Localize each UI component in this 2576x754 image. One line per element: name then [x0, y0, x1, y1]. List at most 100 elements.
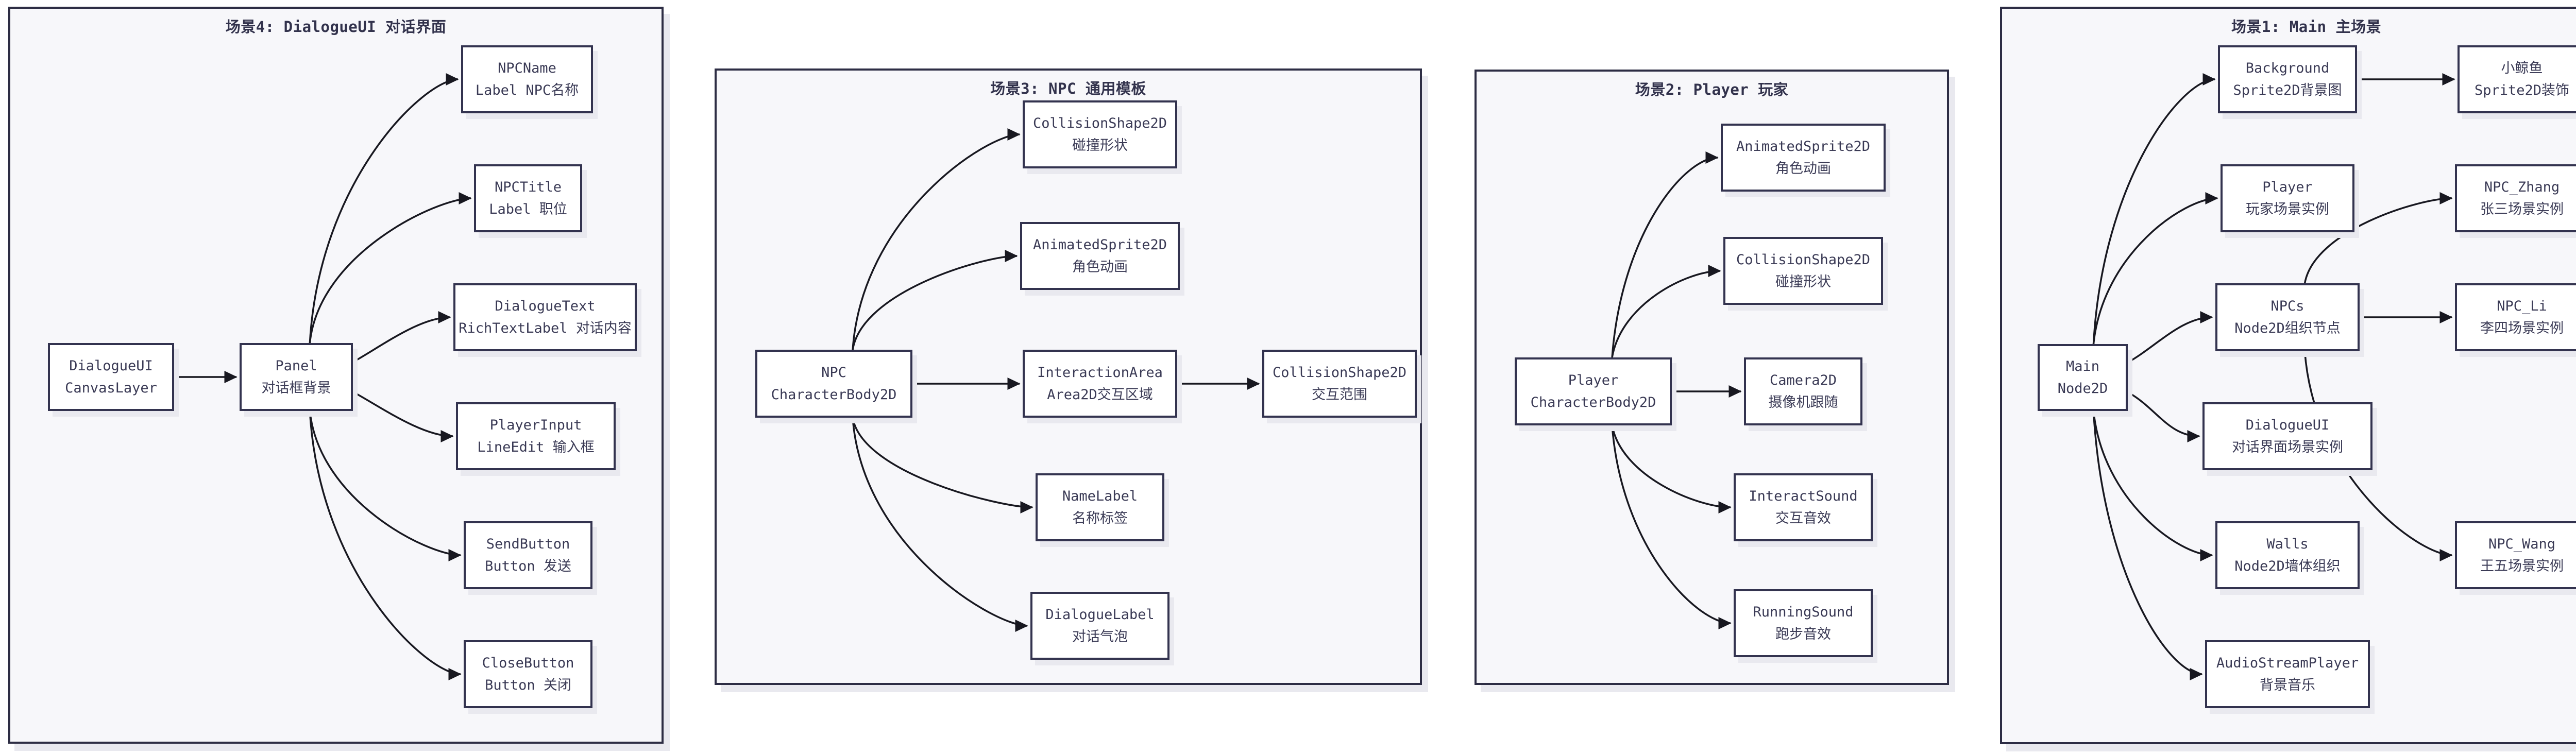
edge-c4_main-c4_npcs — [2127, 311, 2213, 364]
scene-title: 场景4: DialogueUI 对话界面 — [225, 18, 447, 36]
edge-c4_main-c4_audio — [2092, 410, 2203, 681]
node-label-line2: 张三场景实例 — [2480, 201, 2564, 217]
node-label-line2: 李四场景实例 — [2480, 320, 2564, 336]
edge-c4_main-c4_player_inst — [2092, 192, 2218, 345]
scene-title: 场景2: Player 玩家 — [1635, 81, 1789, 98]
node-c2_dialoguelabel: DialogueLabel 对话气泡 — [1030, 592, 1170, 660]
node-label-line1: Background — [2245, 60, 2330, 76]
node-label-line2: 对话框背景 — [261, 380, 331, 396]
node-label-line1: 小鲸鱼 — [2501, 60, 2543, 76]
node-c1_playerinput: PlayerInput LineEdit 输入框 — [456, 402, 616, 470]
node-label-line1: Walls — [2266, 536, 2309, 552]
node-label-line1: AnimatedSprite2D — [1032, 236, 1167, 253]
node-label-line1: DialogueUI — [69, 357, 153, 374]
node-c4_walls: Walls Node2D墙体组织 — [2215, 521, 2360, 589]
edge-c1_panel-c1_sendbutton — [309, 410, 462, 562]
node-label-line1: Player — [1568, 372, 1619, 388]
node-label-line2: 碰撞形状 — [1072, 137, 1128, 153]
node-label-line1: CollisionShape2D — [1032, 115, 1167, 131]
edge-c4_main-c4_dialogueui_inst — [2127, 391, 2200, 443]
node-label-line1: NameLabel — [1062, 488, 1138, 504]
node-label-line2: CharacterBody2D — [771, 386, 897, 403]
edge-c4_main-c4_walls — [2092, 410, 2213, 562]
node-c1_sendbutton: SendButton Button 发送 — [464, 521, 592, 589]
node-label-line1: NPCName — [498, 60, 556, 76]
node-label-line2: Area2D交互区域 — [1047, 386, 1153, 403]
edge-c2_npc-c2_collision_shape — [852, 128, 1021, 350]
node-c4_audio: AudioStreamPlayer 背景音乐 — [2205, 640, 2370, 708]
node-label-line2: LineEdit 输入框 — [477, 439, 595, 455]
edge-c1_panel-c1_npctitle — [309, 192, 472, 344]
edge-c3_player-c3_animsprite — [1611, 151, 1719, 358]
node-label-line1: PlayerInput — [489, 417, 582, 433]
node-label-line2: RichTextLabel 对话内容 — [459, 320, 632, 336]
node-label-line2: 跑步音效 — [1775, 626, 1831, 642]
node-label-line2: 对话气泡 — [1072, 628, 1128, 645]
node-c4_npc_zhang: NPC_Zhang 张三场景实例 — [2455, 164, 2576, 232]
node-label-line1: InteractionArea — [1037, 364, 1163, 381]
node-label-line1: DialogueText — [495, 298, 596, 314]
node-c2_animsprite: AnimatedSprite2D 角色动画 — [1020, 222, 1180, 290]
node-label-line1: AudioStreamPlayer — [2216, 655, 2359, 671]
edge-c4_npcs-c4_npc_zhang — [2303, 192, 2453, 284]
scene-title: 场景3: NPC 通用模板 — [990, 80, 1146, 97]
edge-c1_panel-c1_dialoguetext — [352, 311, 451, 363]
node-c3_runningsound: RunningSound 跑步音效 — [1734, 589, 1873, 657]
node-label-line1: CollisionShape2D — [1272, 364, 1407, 381]
node-label-line2: 对话界面场景实例 — [2232, 439, 2343, 455]
node-c3_interactsound: InteractSound 交互音效 — [1734, 473, 1873, 541]
node-label-line2: Label 职位 — [489, 201, 567, 217]
node-c1_closebutton: CloseButton Button 关闭 — [464, 640, 592, 708]
edge-c4_npcs-c4_npc_wang — [2303, 351, 2453, 562]
edge-c1_panel-c1_npcname — [309, 73, 459, 344]
node-label-line1: CloseButton — [482, 655, 574, 671]
node-c2_collision_range: CollisionShape2D 交互范围 — [1262, 350, 1417, 418]
node-label-line1: NPCs — [2270, 298, 2304, 314]
node-c3_collision: CollisionShape2D 碰撞形状 — [1723, 237, 1883, 305]
node-c4_background: Background Sprite2D背景图 — [2218, 45, 2357, 113]
node-label-line1: NPC_Wang — [2488, 536, 2556, 552]
node-c4_npcs: NPCs Node2D组织节点 — [2215, 283, 2360, 351]
node-c1_dialogueui: DialogueUI CanvasLayer — [48, 343, 174, 411]
edge-c1_panel-c1_playerinput — [352, 391, 454, 443]
node-c3_animsprite: AnimatedSprite2D 角色动画 — [1721, 124, 1886, 192]
node-label-line2: 王五场景实例 — [2480, 558, 2564, 574]
node-label-line2: Node2D墙体组织 — [2234, 558, 2341, 574]
node-label-line2: Node2D — [2057, 380, 2108, 397]
node-label-line1: Main — [2065, 358, 2100, 374]
node-c2_namelabel: NameLabel 名称标签 — [1036, 473, 1164, 541]
node-label-line2: Sprite2D背景图 — [2233, 82, 2342, 98]
edge-c1_panel-c1_closebutton — [309, 410, 462, 681]
node-c1_panel: Panel 对话框背景 — [240, 343, 353, 411]
edge-c2_npc-c2_namelabel — [852, 417, 1033, 514]
node-label-line1: DialogueUI — [2245, 417, 2330, 433]
node-label-line1: NPC — [821, 364, 846, 381]
node-label-line2: 摄像机跟随 — [1768, 394, 1838, 410]
node-label-line1: DialogueLabel — [1045, 606, 1155, 623]
node-c1_npctitle: NPCTitle Label 职位 — [474, 164, 582, 232]
node-label-line1: NPCTitle — [494, 179, 562, 195]
node-label-line1: AnimatedSprite2D — [1736, 138, 1871, 155]
node-label-line1: CollisionShape2D — [1736, 251, 1871, 268]
node-label-line2: 交互范围 — [1312, 386, 1367, 403]
node-label-line2: 角色动画 — [1775, 160, 1831, 177]
node-label-line2: Button 发送 — [485, 558, 571, 574]
node-label-line2: 背景音乐 — [2260, 677, 2315, 693]
node-label-line2: 交互音效 — [1775, 510, 1831, 526]
node-c2_npc: NPC CharacterBody2D — [755, 350, 912, 418]
node-label-line2: CanvasLayer — [65, 380, 157, 396]
scene-title: 场景1: Main 主场景 — [2231, 18, 2382, 36]
node-label-line2: Node2D组织节点 — [2234, 320, 2341, 336]
node-label-line2: Button 关闭 — [485, 677, 571, 693]
node-c2_interaction: InteractionArea Area2D交互区域 — [1023, 350, 1177, 418]
node-label-line1: InteractSound — [1749, 488, 1858, 504]
node-c4_npc_li: NPC_Li 李四场景实例 — [2455, 283, 2576, 351]
node-label-line2: CharacterBody2D — [1530, 394, 1656, 410]
node-c4_main: Main Node2D — [2038, 344, 2128, 411]
edge-c3_player-c3_runningsound — [1611, 425, 1732, 630]
node-label-line2: 玩家场景实例 — [2246, 201, 2329, 217]
node-c1_npcname: NPCName Label NPC名称 — [461, 45, 593, 113]
node-label-line1: Panel — [275, 357, 317, 374]
node-c3_camera: Camera2D 摄像机跟随 — [1744, 357, 1862, 425]
